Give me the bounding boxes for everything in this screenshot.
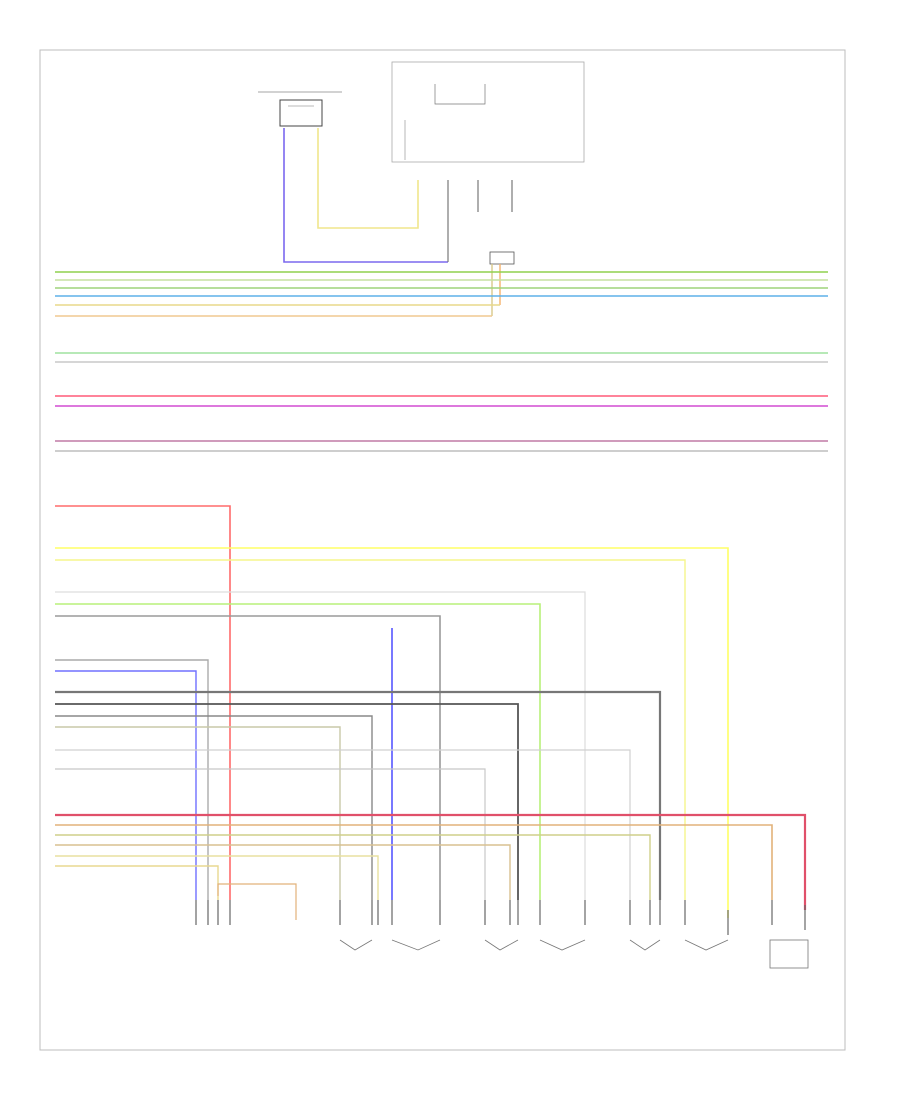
lower-wire <box>55 703 519 900</box>
lower-wire <box>55 855 379 900</box>
lower-wire <box>55 824 773 900</box>
lower-wire <box>55 615 441 900</box>
lower-wire <box>55 505 231 900</box>
bus-group-1 <box>55 271 828 317</box>
lower-wire <box>55 768 486 900</box>
lower-wire <box>55 559 686 900</box>
lower-wire <box>55 603 541 900</box>
lower-wire <box>55 865 219 900</box>
lower-wire <box>55 726 341 900</box>
diagram-border <box>39 49 846 1051</box>
bus-group-2 <box>55 352 828 363</box>
lower-wire <box>55 670 197 900</box>
bus-group-4 <box>55 440 828 452</box>
lower-wire <box>55 659 209 900</box>
top-wires <box>283 128 515 316</box>
lower-wire <box>55 591 586 900</box>
lower-wire <box>55 834 651 900</box>
lower-wire <box>55 844 511 900</box>
lower-wire <box>55 813 807 910</box>
lower-wire <box>55 749 631 900</box>
control-module <box>391 61 585 163</box>
bus-group-3 <box>55 395 828 407</box>
lower-wire <box>55 690 662 900</box>
top-left-sensor <box>258 91 342 127</box>
lower-wire <box>55 715 373 900</box>
lower-wires <box>55 505 807 918</box>
connector-stubs <box>195 883 809 969</box>
lower-wire <box>55 547 729 918</box>
